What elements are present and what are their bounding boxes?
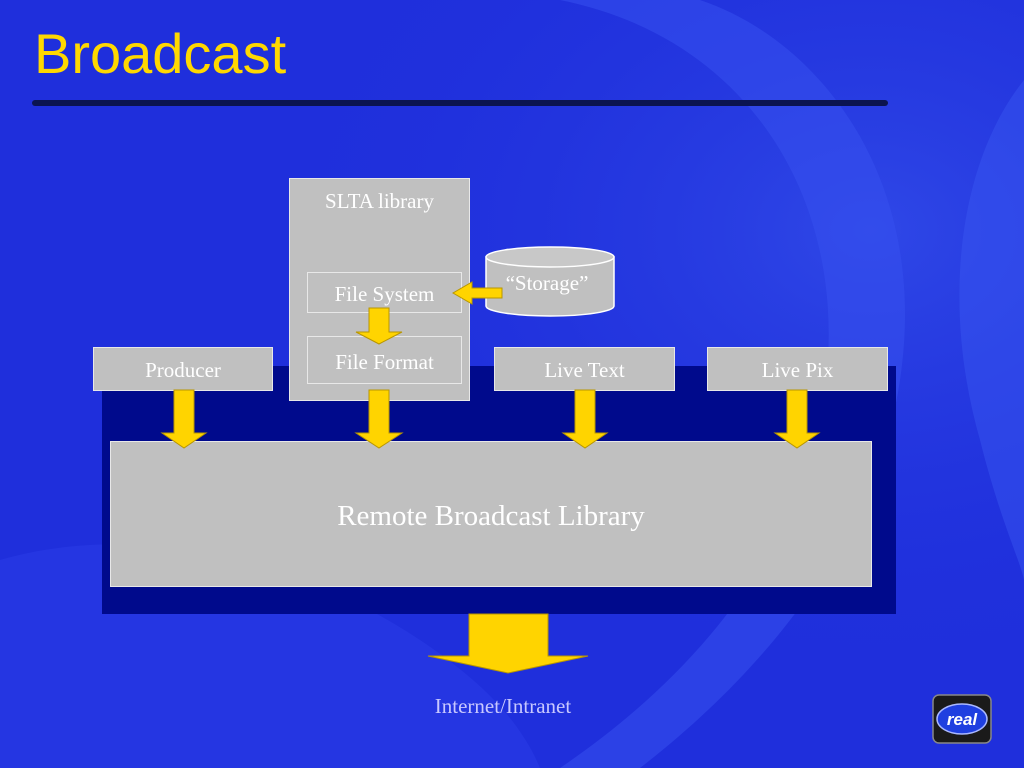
internet-intranet-label: Internet/Intranet — [434, 694, 572, 718]
remote-broadcast-library-box: Remote Broadcast Library — [110, 441, 872, 587]
arrow-file-format-to-library — [354, 389, 404, 449]
producer-label: Producer — [145, 358, 221, 382]
remote-broadcast-library-label: Remote Broadcast Library — [337, 500, 645, 532]
file-system-box: File System — [307, 272, 462, 313]
title-underline — [32, 100, 888, 106]
storage-cylinder: “Storage” — [485, 246, 615, 317]
live-pix-label: Live Pix — [761, 358, 834, 382]
real-logo: real — [932, 694, 992, 744]
file-format-label: File Format — [335, 350, 434, 374]
arrow-producer-to-library — [160, 389, 208, 449]
file-system-label: File System — [334, 282, 435, 306]
arrow-live-text-to-library — [561, 389, 609, 449]
storage-label: “Storage” — [506, 271, 589, 295]
live-text-box: Live Text — [494, 347, 675, 391]
slta-library-label: SLTA library — [325, 189, 434, 213]
slide-title: Broadcast — [34, 22, 287, 85]
arrow-library-to-internet — [427, 613, 589, 674]
arrow-file-system-to-file-format — [355, 307, 403, 345]
real-logo-text: real — [947, 710, 979, 729]
live-text-label: Live Text — [544, 358, 625, 382]
arrow-live-pix-to-library — [773, 389, 821, 449]
live-pix-box: Live Pix — [707, 347, 888, 391]
arrow-storage-to-file-system — [452, 281, 503, 305]
